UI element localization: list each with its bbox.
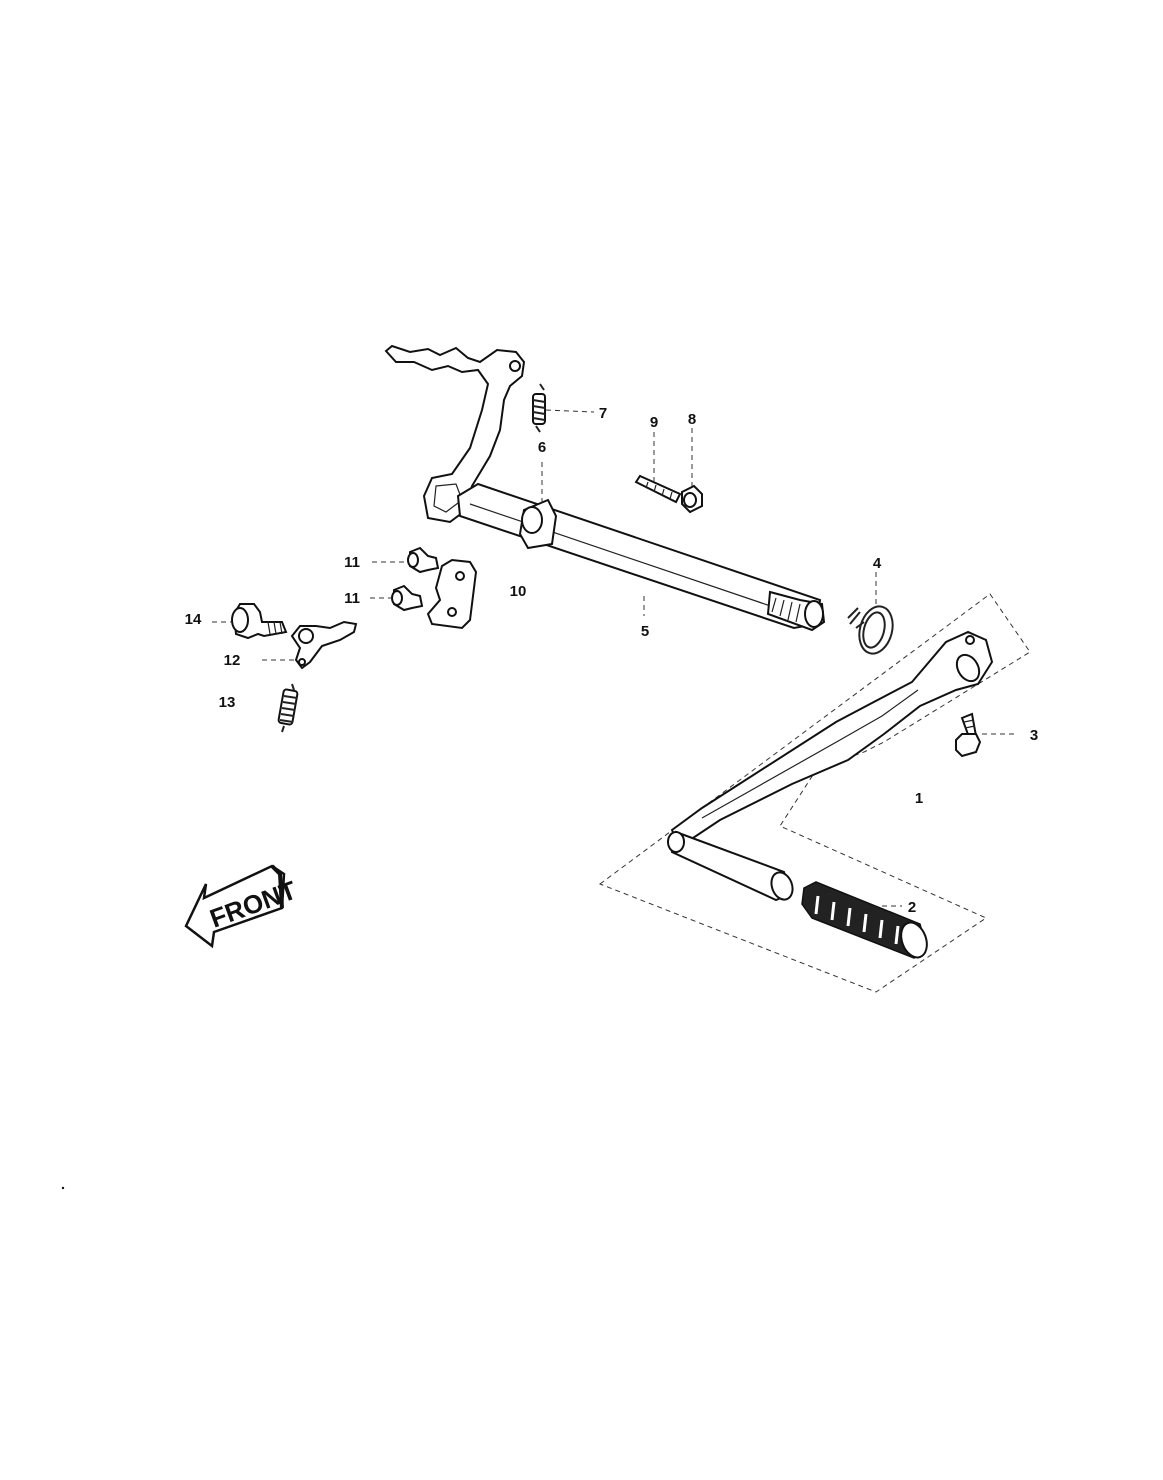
stud-9 xyxy=(634,474,682,504)
callout-11-lower: 11 xyxy=(344,590,360,607)
spring-7 xyxy=(532,383,546,433)
circlip-4 xyxy=(847,605,894,655)
callout-6: 6 xyxy=(538,439,546,456)
callout-2: 2 xyxy=(908,899,916,916)
bolt-11-lower xyxy=(391,584,424,612)
pedal-group xyxy=(598,593,1031,993)
bolt-14 xyxy=(231,603,288,640)
callout-13: 13 xyxy=(219,694,236,711)
callout-12: 12 xyxy=(224,652,241,669)
leader-lines xyxy=(212,409,1014,907)
nut-8 xyxy=(681,484,703,514)
callout-14: 14 xyxy=(185,611,202,628)
callout-7: 7 xyxy=(599,405,607,422)
stopper-arm-12 xyxy=(290,620,358,670)
shift-arm-pivot xyxy=(509,360,521,372)
shift-shaft xyxy=(456,482,822,630)
bolt-11-upper xyxy=(407,546,440,574)
pedal-bolt-3 xyxy=(955,712,982,758)
callout-1: 1 xyxy=(915,790,923,807)
callout-11-upper: 11 xyxy=(344,554,360,571)
callout-3: 3 xyxy=(1030,727,1038,744)
pedal-lever xyxy=(670,630,994,846)
callout-5: 5 xyxy=(641,623,649,640)
spring-13 xyxy=(277,683,299,733)
callout-10: 10 xyxy=(510,583,527,600)
pedal-group-outline xyxy=(598,593,1031,993)
callout-4: 4 xyxy=(873,555,882,572)
callout-9: 9 xyxy=(650,414,658,431)
shift-arm xyxy=(384,344,526,524)
stray-mark xyxy=(61,1186,65,1190)
callout-8: 8 xyxy=(688,411,696,428)
shift-shaft-assembly xyxy=(384,344,826,632)
front-arrow: FRONT xyxy=(184,864,300,949)
plate-10 xyxy=(426,558,478,630)
pedal-rubber-2 xyxy=(801,881,928,959)
